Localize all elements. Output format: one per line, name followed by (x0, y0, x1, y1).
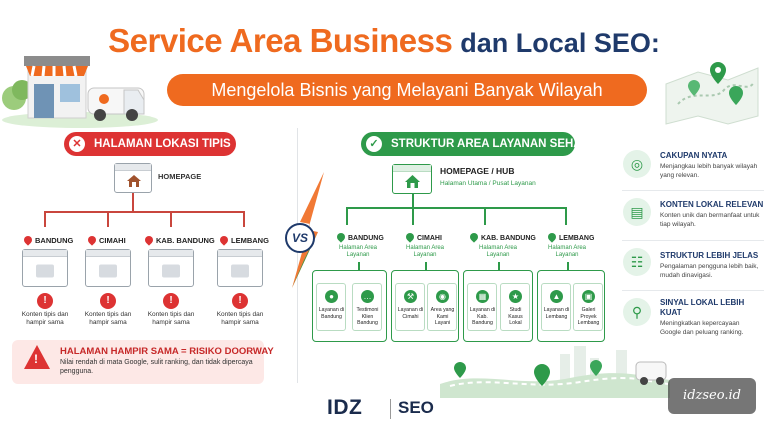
building-icon: ▦ (476, 290, 489, 303)
bad-page-note: Konten tipis dan hampir sama (84, 311, 132, 327)
benefit-desc: Menjangkau lebih banyak wilayah yang rel… (660, 163, 758, 179)
document-icon: ▤ (623, 198, 651, 226)
benefit-title: CAKUPAN NYATA (660, 151, 728, 160)
bad-homepage-window (114, 163, 152, 193)
close-icon: ✕ (69, 136, 85, 152)
warning-icon: ! (232, 293, 248, 309)
risk-title: HALAMAN HAMPIR SAMA = RISIKO DOORWAY (60, 346, 274, 357)
bad-page-window (22, 249, 68, 287)
benefit-title: STRUKTUR LEBIH JELAS (660, 251, 759, 260)
good-city-kab-bandung: KAB. BANDUNG (468, 231, 536, 243)
risk-description: Nilai rendah di mata Google, sulit ranki… (60, 359, 253, 376)
area-card: ▲Layanan di Lembang (541, 283, 571, 331)
star-icon: ★ (509, 290, 522, 303)
camera-icon: ▣ (582, 290, 595, 303)
home-icon (405, 175, 420, 188)
area-subtitle: Halaman Area Layanan (405, 245, 445, 259)
area-subtitle: Halaman Area Layanan (478, 245, 518, 259)
good-hub-window (392, 164, 432, 194)
check-icon: ✓ (366, 136, 382, 152)
target-icon: ◎ (623, 150, 651, 178)
bad-homepage-label: HOMEPAGE (158, 172, 202, 181)
bad-city-kab-bandung: KAB. BANDUNG (143, 234, 215, 246)
risk-box (12, 340, 264, 384)
bad-page-note: Konten tipis dan hampir sama (147, 311, 195, 327)
storefront-illustration (2, 56, 158, 128)
subtitle-banner: Mengelola Bisnis yang Melayani Banyak Wi… (167, 74, 647, 106)
warning-icon: ! (37, 293, 53, 309)
area-subtitle: Halaman Area Layanan (547, 245, 587, 259)
warning-icon: ! (100, 293, 116, 309)
title-main: Service Area Business (108, 22, 453, 59)
home-icon (127, 175, 141, 187)
warning-icon: ! (163, 293, 179, 309)
good-city-lembang: LEMBANG (546, 231, 594, 243)
road-illustration (440, 346, 670, 398)
bad-city-lembang: LEMBANG (218, 234, 269, 246)
good-city-bandung: BANDUNG (335, 231, 384, 243)
wrench-icon: ⚒ (404, 290, 417, 303)
map-pin-icon: ◉ (436, 290, 449, 303)
bad-page-note: Konten tipis dan hampir sama (216, 311, 264, 327)
area-card: ★Studi Kasus Lokal (500, 283, 530, 331)
idz-logo: IDZ (327, 396, 363, 419)
area-card: ◉Area yang Kami Layani (427, 283, 457, 331)
chat-icon: … (361, 290, 374, 303)
good-section-header: ✓ STRUKTUR AREA LAYANAN SEHAT (361, 132, 588, 156)
bad-city-cimahi: CIMAHI (86, 234, 126, 246)
watermark: idzseo.id (668, 378, 756, 414)
area-card: ⚒Layanan di Cimahi (395, 283, 425, 331)
sitemap-icon: ☷ (623, 248, 651, 276)
benefit-desc: Pengalaman pengguna lebih baik, mudah di… (660, 263, 759, 279)
bad-page-window (217, 249, 263, 287)
good-city-cimahi: CIMAHI (404, 231, 442, 243)
title-rest: dan Local SEO: (460, 28, 660, 58)
area-subtitle: Halaman Area Layanan (338, 245, 378, 259)
benefit-desc: Meningkatkan kepercayaan Google dan pelu… (660, 320, 744, 336)
hub-title: HOMEPAGE / HUB (440, 166, 515, 176)
bad-page-window (85, 249, 131, 287)
vs-badge: VS (285, 223, 315, 253)
bad-page-window (148, 249, 194, 287)
area-card: …Testimoni Klien Bandung (352, 283, 382, 331)
warning-triangle-icon (24, 345, 50, 369)
benefit-title: SINYAL LOKAL LEBIH KUAT (660, 298, 745, 317)
bad-section-title: HALAMAN LOKASI TIPIS (94, 138, 231, 150)
bad-city-bandung: BANDUNG (22, 234, 73, 246)
good-section-title: STRUKTUR AREA LAYANAN SEHAT (391, 138, 588, 150)
bad-page-note: Konten tipis dan hampir sama (21, 311, 69, 327)
area-card: ▦Layanan di Kab. Bandung (467, 283, 497, 331)
hub-subtitle: Halaman Utama / Pusat Layanan (440, 180, 536, 187)
seo-brand: SEO (398, 398, 434, 417)
bad-section-header: ✕ HALAMAN LOKASI TIPIS (64, 132, 236, 156)
benefit-title: KONTEN LOKAL RELEVAN (660, 200, 764, 209)
section-divider (297, 128, 298, 383)
map-pins-illustration (665, 62, 759, 125)
area-card: ▣Galeri Proyek Lembang (573, 283, 603, 331)
area-card: ●Layanan di Bandung (316, 283, 346, 331)
benefit-desc: Konten unik dan bermanfaat untuk tiap wi… (660, 212, 760, 228)
person-icon: ● (325, 290, 338, 303)
mountain-icon: ▲ (550, 290, 563, 303)
signal-icon: ⚲ (623, 298, 651, 326)
